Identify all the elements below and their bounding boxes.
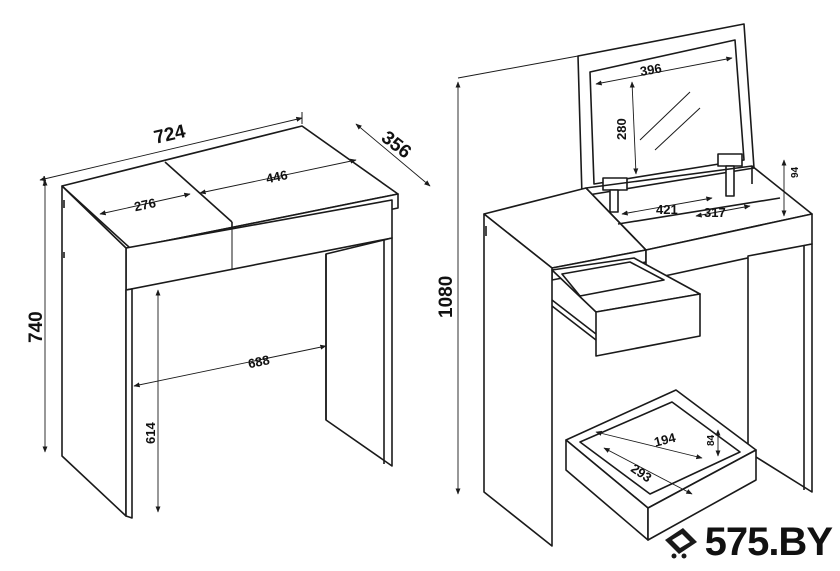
- mirror-glass: [589, 39, 745, 185]
- table-right-leg: [325, 237, 393, 467]
- dim-194: 194: [652, 430, 677, 450]
- open-table-left-side: [483, 213, 553, 547]
- dim-396: 396: [639, 60, 663, 79]
- open-table-drawing: 1080 396 280 94 421 317 194 84 293: [436, 23, 813, 547]
- dim-84: 84: [706, 434, 717, 446]
- table-left-leg-front: [125, 288, 133, 519]
- dim-446: 446: [265, 167, 289, 186]
- closed-table-drawing: 724 356 276 446 740 688 614: [26, 112, 431, 519]
- dim-614: 614: [143, 422, 158, 444]
- dim-421: 421: [656, 202, 678, 217]
- dim-356: 356: [377, 127, 415, 163]
- hinge-right: [717, 153, 743, 167]
- dim-1080: 1080: [436, 276, 457, 318]
- cart-icon: [664, 527, 697, 558]
- dim-688: 688: [247, 352, 271, 371]
- dim-724: 724: [152, 121, 188, 149]
- watermark: 575.BY: [661, 520, 833, 565]
- dim-276: 276: [133, 195, 157, 214]
- watermark-text: 575.BY: [704, 520, 833, 564]
- dim-317: 317: [704, 205, 726, 220]
- open-table-right-leg: [747, 243, 813, 493]
- dim-280: 280: [614, 118, 629, 140]
- dim-740: 740: [26, 311, 47, 343]
- dim-94: 94: [790, 166, 801, 178]
